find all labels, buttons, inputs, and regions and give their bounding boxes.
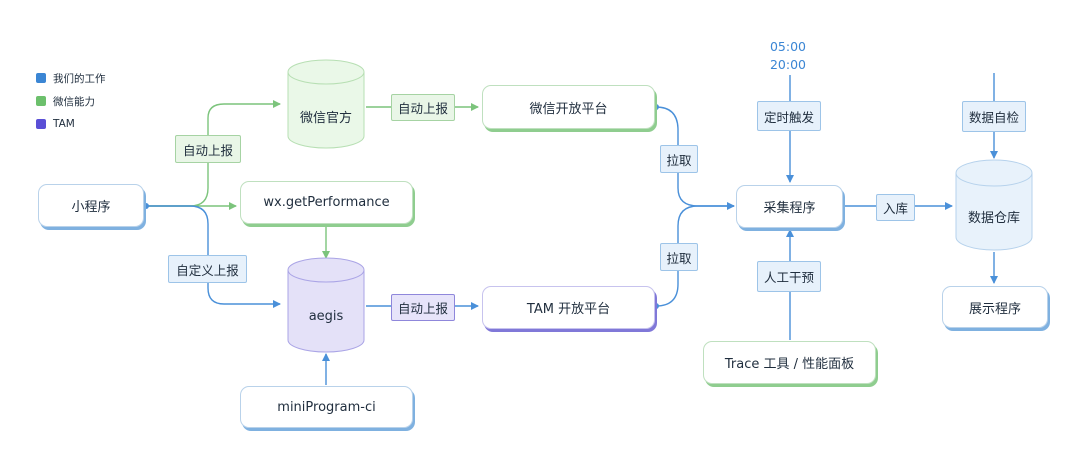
node-aegis: aegis <box>308 308 344 324</box>
tag-pull-bottom: 拉取 <box>660 243 698 271</box>
cylinder-wechat-official <box>287 59 365 149</box>
legend-item-wechat-capability: 微信能力 <box>36 94 95 108</box>
tag-auto-report-left: 自动上报 <box>175 135 241 163</box>
node-tam-open-platform: TAM 开放平台 <box>482 286 655 329</box>
tag-custom-report: 自定义上报 <box>168 255 247 283</box>
node-mini-program: 小程序 <box>38 184 144 227</box>
tag-auto-report-tam: 自动上报 <box>391 294 455 321</box>
legend-swatch-blue <box>36 73 46 83</box>
tag-scheduled-trigger: 定时触发 <box>757 101 821 131</box>
legend-swatch-green <box>36 96 46 106</box>
legend-label: 我们的工作 <box>53 72 106 85</box>
node-mini-program-ci: miniProgram-ci <box>240 386 413 428</box>
tag-auto-report-wechat: 自动上报 <box>391 94 455 121</box>
cylinder-data-warehouse <box>955 159 1033 251</box>
node-wx-get-performance: wx.getPerformance <box>240 181 413 224</box>
schedule-time: 05:00 <box>769 39 807 54</box>
schedule-time: 20:00 <box>769 57 807 72</box>
node-wechat-open-platform: 微信开放平台 <box>482 85 655 129</box>
tag-manual-intervention: 人工干预 <box>757 261 821 292</box>
legend-swatch-purple <box>36 119 46 129</box>
link-tam-platform-to-collector <box>655 205 734 307</box>
tag-store: 入库 <box>876 194 915 221</box>
mini-port-dot <box>143 203 149 209</box>
link-wechat-platform-to-collector <box>655 106 735 210</box>
legend-label: 微信能力 <box>53 95 95 108</box>
node-collector: 采集程序 <box>736 185 843 228</box>
legend-item-tam: TAM <box>36 117 75 131</box>
node-display-program: 展示程序 <box>942 286 1048 328</box>
cylinder-aegis <box>287 257 365 353</box>
node-wechat-official: 微信官方 <box>299 110 352 126</box>
tag-pull-top: 拉取 <box>660 145 698 173</box>
legend-item-our-work: 我们的工作 <box>36 71 106 85</box>
legend-label: TAM <box>53 118 75 130</box>
tag-data-self-check: 数据自检 <box>962 101 1026 132</box>
node-data-warehouse: 数据仓库 <box>967 210 1020 226</box>
node-trace-tool: Trace 工具 / 性能面板 <box>703 341 876 384</box>
